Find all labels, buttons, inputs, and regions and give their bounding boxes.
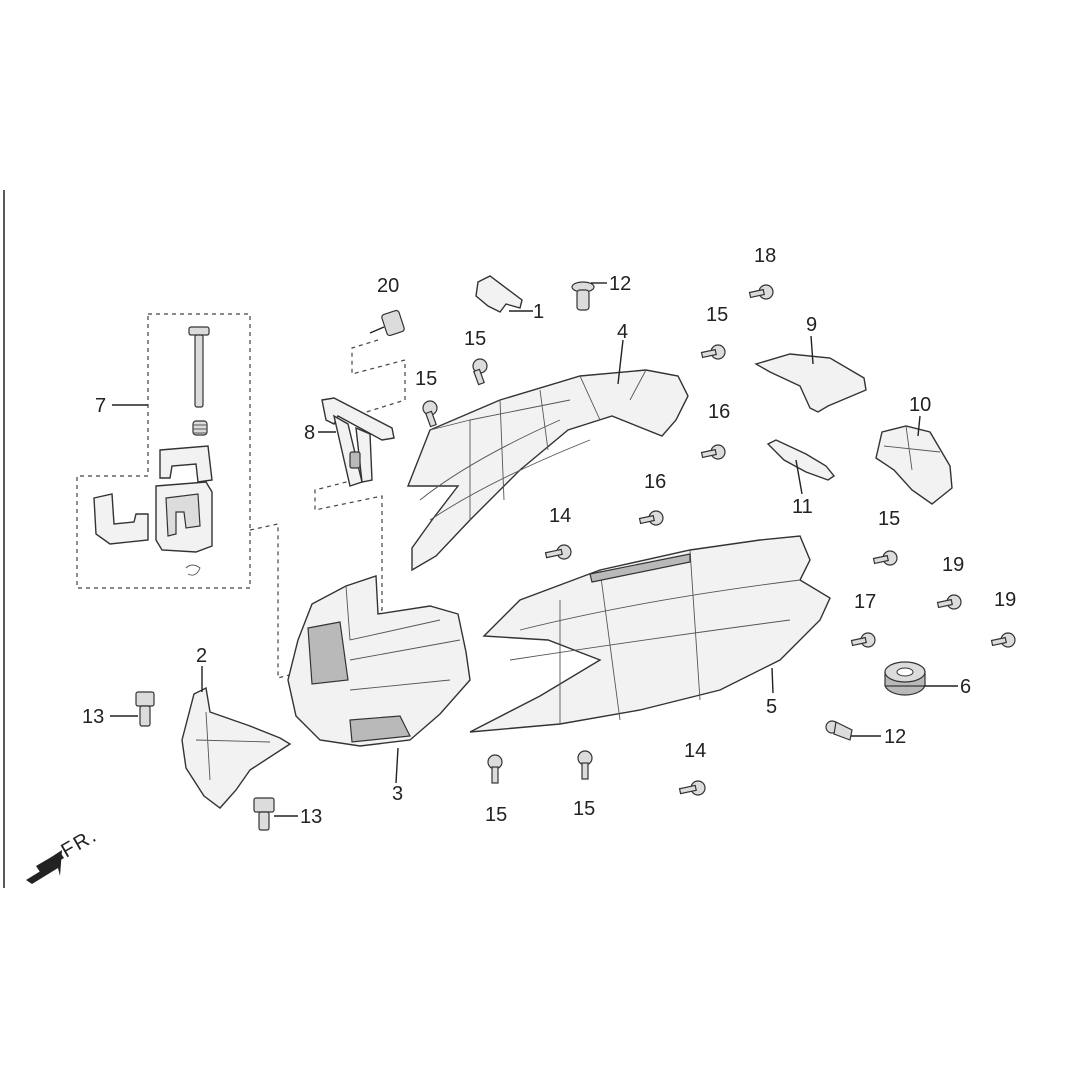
leader-20-dashed [351,339,406,415]
leader-lines [110,282,958,817]
callout-3: 3 [392,783,403,805]
callout-18: 18 [754,245,776,267]
callout-15-d: 15 [878,508,900,530]
callout-11: 11 [792,496,813,518]
callout-15-c: 15 [706,304,728,326]
side-cover-5 [469,535,831,733]
callout-15-a: 15 [464,328,486,350]
part-7-group [76,313,251,589]
callout-6: 6 [960,676,971,698]
front-cover-3 [287,575,471,747]
callout-14-upper: 14 [549,505,571,527]
push-pin-12-top [571,281,595,311]
callout-19-a: 19 [942,554,964,576]
callout-13-bottom: 13 [300,806,322,828]
callout-15-b: 15 [415,368,437,390]
callout-16-a: 16 [708,401,730,423]
screws [422,284,1016,796]
rubber-6 [884,661,926,696]
bracket-8 [321,397,395,487]
cover-9 [754,353,867,413]
callout-17: 17 [854,591,876,613]
callout-4: 4 [617,321,628,343]
callout-14-lower: 14 [684,740,706,762]
callout-1: 1 [533,301,544,323]
cover-10 [875,425,953,505]
callout-13-left: 13 [82,706,104,728]
front-indicator-label: FR. [58,824,102,862]
under-cover-2 [181,686,292,809]
callout-5: 5 [766,696,777,718]
bolt-13-left [135,691,155,727]
callout-labels: 1 2 3 4 5 6 7 8 9 10 11 12 12 13 13 14 1… [82,245,1016,828]
clip-1 [475,275,523,313]
callout-16-b: 16 [644,471,666,493]
callout-7: 7 [95,395,106,417]
callout-8: 8 [304,422,315,444]
callout-9: 9 [806,314,817,336]
callout-10: 10 [909,394,931,416]
callout-2: 2 [196,645,207,667]
callout-15-e: 15 [485,804,507,826]
bolt-20 [369,309,405,337]
side-cover-4 [406,369,689,572]
callout-20: 20 [377,275,399,297]
strip-11 [766,439,836,481]
callout-15-f: 15 [573,798,595,820]
callout-12-top: 12 [609,273,631,295]
callout-12-right: 12 [884,726,906,748]
front-direction-arrow-icon [26,850,64,884]
push-pin-12-right [825,720,853,741]
leader-7-dashed [249,523,301,679]
callout-19-b: 19 [994,589,1016,611]
bolt-13-bottom [253,797,275,831]
